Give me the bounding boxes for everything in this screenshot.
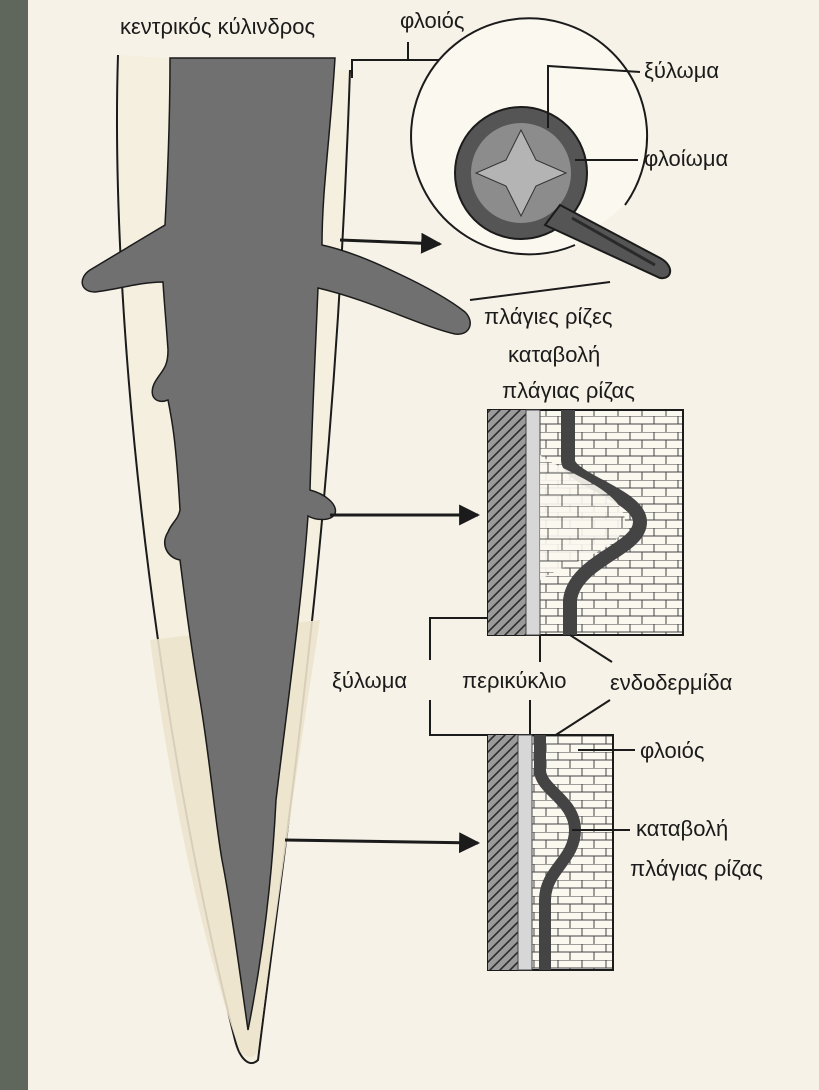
label-pericycle: περικύκλιο <box>462 668 567 693</box>
left-margin-strip <box>0 0 28 1090</box>
label-lateral-roots: πλάγιες ρίζες <box>484 304 613 329</box>
label-endodermis: ενδοδερμίδα <box>610 670 733 695</box>
label-xylem-mid: ξύλωμα <box>332 668 407 693</box>
label-primordium-bottom-line2: πλάγιας ρίζας <box>630 856 763 881</box>
label-central-cylinder: κεντρικός κύλινδρος <box>120 14 315 39</box>
label-cortex-bottom: φλοιός <box>640 738 704 763</box>
label-cortex-top: φλοιός <box>400 8 464 33</box>
label-primordium-line1: καταβολή <box>508 342 600 367</box>
bottom-detail <box>488 735 613 970</box>
label-primordium-line2: πλάγιας ρίζας <box>502 378 635 403</box>
primordium-detail <box>488 410 683 635</box>
label-phloem: φλοίωμα <box>644 146 728 171</box>
label-primordium-bottom-line1: καταβολή <box>636 816 728 841</box>
label-xylem-top: ξύλωμα <box>644 58 719 83</box>
